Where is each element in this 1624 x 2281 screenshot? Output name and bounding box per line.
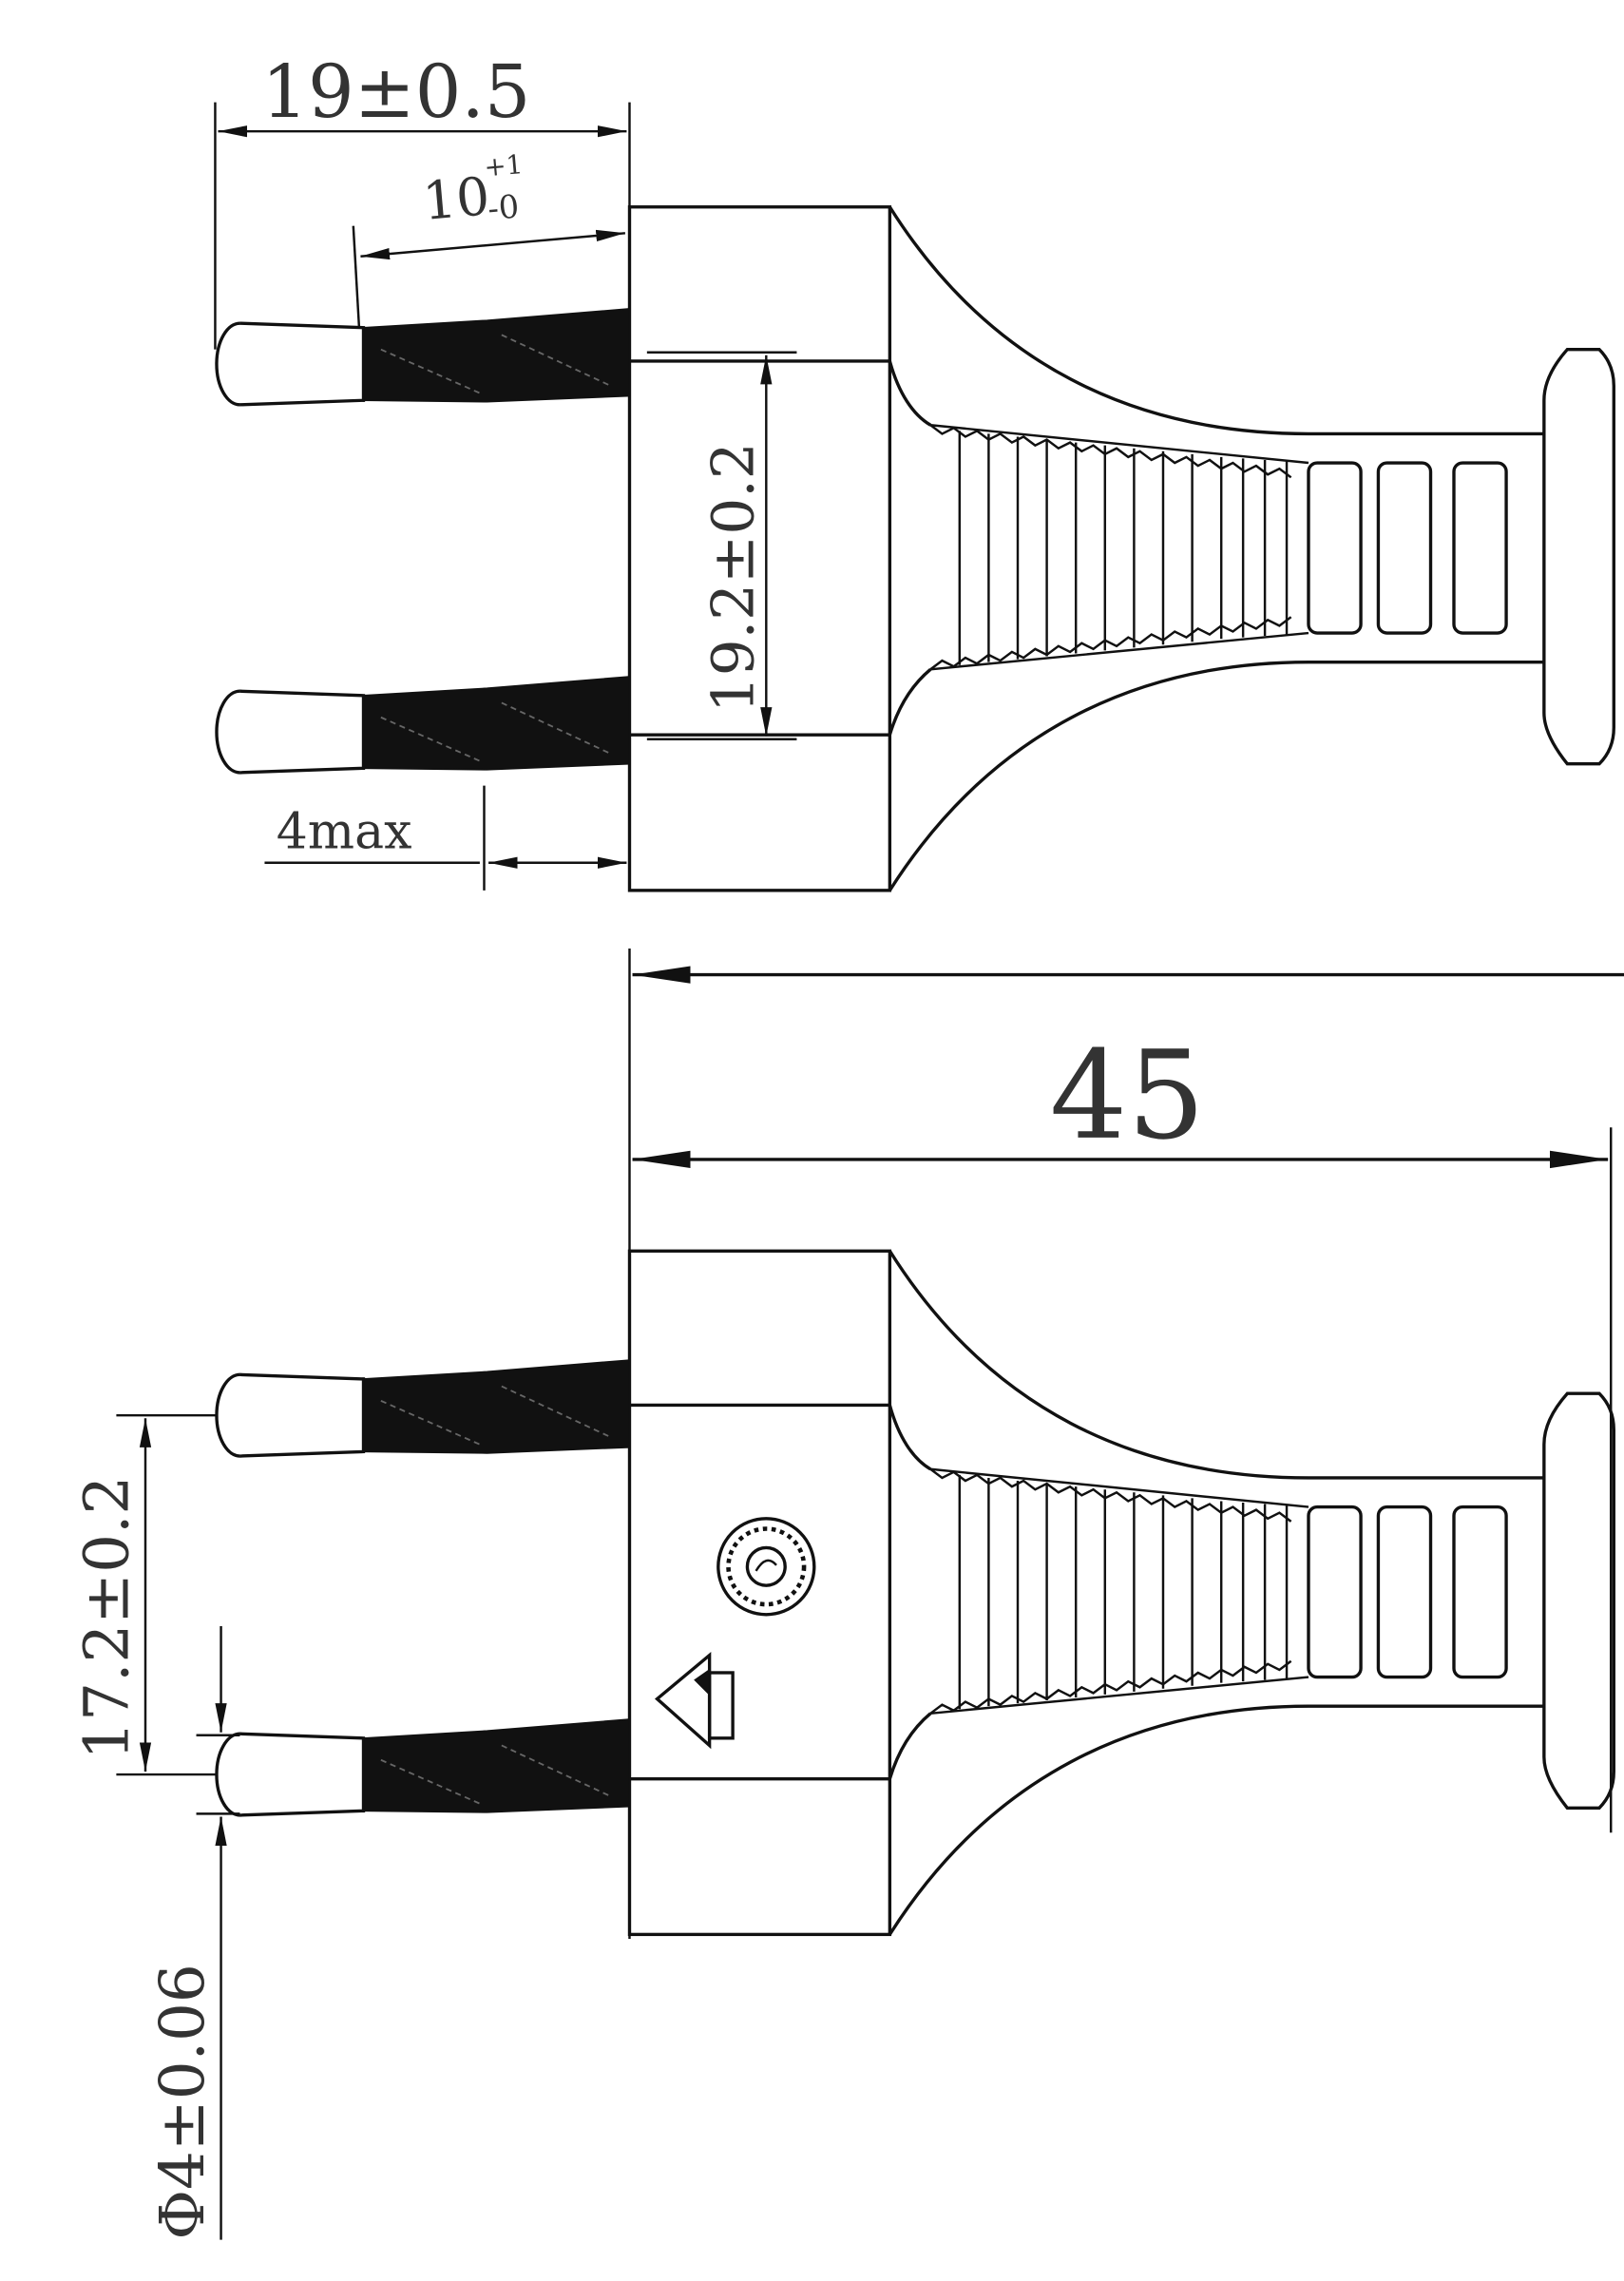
plug-top-view	[215, 205, 1615, 892]
sleeve-tol-upper: +1	[483, 149, 524, 182]
certification-circle-mark-icon	[716, 1517, 816, 1617]
dimension-sleeve-length: 10 +1 -0	[352, 149, 626, 328]
sleeve-tol-lower: -0	[487, 188, 521, 228]
triangle-approval-mark-icon	[654, 1652, 735, 1750]
lower-pin	[215, 675, 632, 775]
pin-diameter-label: Φ4±0.06	[147, 1964, 219, 2239]
dimension-pin-spacing-bottom: 17.2±0.2	[72, 1413, 219, 1776]
dimension-pin-diameter: Φ4±0.06	[147, 1626, 240, 2240]
sleeve-length-label: 10	[420, 165, 491, 232]
overall-length-label: 45	[1050, 1025, 1206, 1167]
pin-spacing-bottom-label: 17.2±0.2	[72, 1476, 143, 1760]
dimension-pin-spacing-top: 19.2±0.2	[646, 351, 797, 740]
pin-spacing-top-label: 19.2±0.2	[700, 442, 768, 713]
pin-length-label: 19±0.5	[261, 50, 530, 135]
upper-pin	[215, 307, 632, 407]
dimension-pin-length: 19±0.5	[214, 50, 631, 350]
plug-bottom-view	[215, 1249, 1615, 1937]
dimension-gap: 4max	[264, 785, 627, 891]
gap-label: 4max	[277, 803, 412, 860]
dimension-overall-length: 45	[628, 949, 1624, 1939]
